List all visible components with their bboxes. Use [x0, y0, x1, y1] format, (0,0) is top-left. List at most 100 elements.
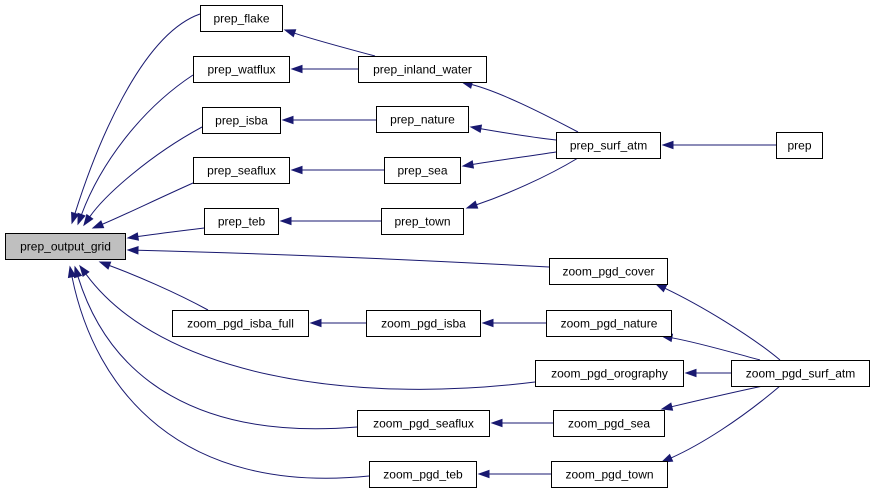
- arrowhead-icon: [77, 212, 86, 226]
- node-label: prep_sea: [397, 164, 447, 178]
- arrowhead-icon: [67, 265, 77, 279]
- arrowhead-icon: [290, 165, 303, 175]
- arrowhead-icon: [465, 200, 479, 209]
- node-label: prep_flake: [213, 12, 269, 26]
- node-label: prep_inland_water: [373, 63, 472, 77]
- arrowhead-icon: [309, 318, 322, 328]
- node-label: zoom_pgd_isba: [381, 317, 466, 331]
- edge-zoom_pgd_teb-to-prep_output_grid: [67, 265, 370, 479]
- node-box: [376, 106, 469, 133]
- edge-prep_seaflux-to-prep_output_grid: [91, 182, 194, 229]
- node-prep[interactable]: prep: [776, 132, 823, 159]
- node-box: [535, 360, 684, 387]
- edge-zoom_pgd_orography-to-prep_output_grid: [79, 264, 536, 390]
- node-zoom-pgd-seaflux[interactable]: zoom_pgd_seaflux: [357, 410, 490, 437]
- edge-zoom_pgd_surf_atm-to-zoom_pgd_nature: [660, 333, 761, 361]
- node-prep-watflux[interactable]: prep_watflux: [193, 56, 290, 83]
- arrowhead-icon: [281, 115, 294, 125]
- node-zoom-pgd-teb[interactable]: zoom_pgd_teb: [369, 461, 477, 488]
- node-box: [384, 157, 461, 184]
- edge-zoom_pgd_nature-to-zoom_pgd_isba: [481, 318, 546, 328]
- node-prep-inland-water[interactable]: prep_inland_water: [358, 56, 487, 83]
- node-label: prep_output_grid: [20, 240, 111, 254]
- node-box: [553, 410, 665, 437]
- node-label: zoom_pgd_town: [565, 468, 653, 482]
- edge-zoom_pgd_seaflux-to-prep_output_grid: [73, 265, 358, 430]
- arrowhead-icon: [469, 124, 483, 134]
- node-box: [369, 461, 477, 488]
- arrowhead-icon: [477, 469, 490, 479]
- node-box: [546, 310, 672, 337]
- node-label: prep_seaflux: [207, 164, 276, 178]
- edge-line: [137, 249, 550, 268]
- arrowhead-icon: [283, 29, 297, 38]
- node-zoom-pgd-isba-full[interactable]: zoom_pgd_isba_full: [172, 310, 309, 337]
- node-prep-teb[interactable]: prep_teb: [204, 208, 279, 235]
- arrowhead-icon: [279, 216, 292, 226]
- node-label: zoom_pgd_orography: [551, 367, 668, 381]
- edge-line: [664, 287, 781, 361]
- arrowhead-icon: [290, 64, 303, 74]
- edge-zoom_pgd_surf_atm-to-zoom_pgd_town: [660, 385, 781, 463]
- node-label: prep_isba: [215, 114, 268, 128]
- edge-prep_isba-to-prep_output_grid: [83, 126, 203, 227]
- arrowhead-icon: [490, 418, 503, 428]
- edge-line: [670, 385, 781, 459]
- node-layer: prep_output_gridprep_flakeprep_watfluxpr…: [5, 5, 870, 488]
- edge-prep_surf_atm-to-prep_town: [465, 157, 579, 209]
- node-box: [5, 233, 126, 260]
- node-zoom-pgd-isba[interactable]: zoom_pgd_isba: [366, 310, 481, 337]
- node-prep-output-grid[interactable]: prep_output_grid: [5, 233, 126, 260]
- arrowhead-icon: [661, 140, 674, 150]
- node-zoom-pgd-town[interactable]: zoom_pgd_town: [551, 461, 668, 488]
- arrowhead-icon: [91, 220, 105, 229]
- edge-line: [74, 13, 201, 214]
- node-box: [202, 107, 281, 134]
- edge-zoom_pgd_isba_full-to-prep_output_grid: [98, 261, 209, 311]
- node-zoom-pgd-nature[interactable]: zoom_pgd_nature: [546, 310, 672, 337]
- node-label: zoom_pgd_nature: [561, 317, 658, 331]
- node-prep-nature[interactable]: prep_nature: [376, 106, 469, 133]
- node-prep-surf-atm[interactable]: prep_surf_atm: [556, 132, 661, 159]
- edge-line: [471, 84, 579, 133]
- arrowhead-icon: [98, 261, 112, 270]
- node-zoom-pgd-surf-atm[interactable]: zoom_pgd_surf_atm: [731, 360, 870, 387]
- node-box: [731, 360, 870, 387]
- edge-prep_town-to-prep_teb: [279, 216, 381, 226]
- arrowhead-icon: [73, 265, 83, 279]
- edge-line: [480, 128, 557, 141]
- node-prep-isba[interactable]: prep_isba: [202, 107, 281, 134]
- node-zoom-pgd-sea[interactable]: zoom_pgd_sea: [553, 410, 665, 437]
- edge-prep_sea-to-prep_seaflux: [290, 165, 384, 175]
- edge-layer: [67, 13, 781, 479]
- node-prep-seaflux[interactable]: prep_seaflux: [193, 157, 290, 184]
- node-prep-town[interactable]: prep_town: [381, 208, 464, 235]
- node-label: zoom_pgd_surf_atm: [746, 367, 855, 381]
- arrowhead-icon: [126, 232, 140, 241]
- node-zoom-pgd-cover[interactable]: zoom_pgd_cover: [549, 258, 668, 285]
- edge-prep_nature-to-prep_isba: [281, 115, 376, 125]
- node-box: [549, 258, 668, 285]
- node-prep-sea[interactable]: prep_sea: [384, 157, 461, 184]
- edge-prep_watflux-to-prep_output_grid: [77, 74, 194, 226]
- node-box: [204, 208, 279, 235]
- arrowhead-icon: [660, 453, 674, 463]
- edge-line: [671, 385, 764, 408]
- edge-zoom_pgd_isba-to-zoom_pgd_isba_full: [309, 318, 366, 328]
- node-label: zoom_pgd_teb: [383, 468, 463, 482]
- arrowhead-icon: [684, 368, 697, 378]
- arrowhead-icon: [83, 213, 94, 227]
- edge-line: [89, 126, 203, 218]
- arrowhead-icon: [660, 402, 674, 411]
- arrowhead-icon: [654, 283, 668, 293]
- edge-line: [109, 265, 209, 311]
- node-box: [358, 56, 487, 83]
- node-box: [776, 132, 823, 159]
- edge-line: [472, 151, 557, 165]
- node-prep-flake[interactable]: prep_flake: [200, 5, 283, 32]
- node-zoom-pgd-orography[interactable]: zoom_pgd_orography: [535, 360, 684, 387]
- node-label: zoom_pgd_seaflux: [373, 417, 474, 431]
- node-box: [556, 132, 661, 159]
- edge-line: [102, 182, 194, 225]
